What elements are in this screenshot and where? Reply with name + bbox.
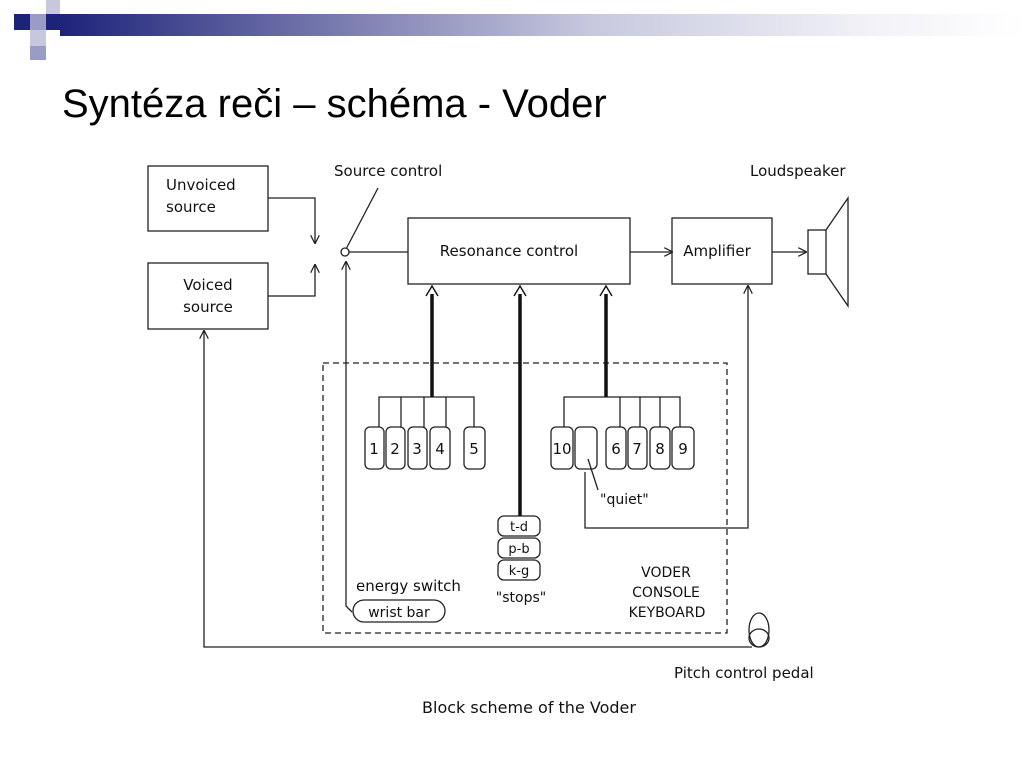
quiet-label: "quiet" bbox=[600, 492, 649, 508]
stop-key-td: t-d bbox=[510, 520, 528, 535]
corner-decoration bbox=[14, 0, 60, 60]
wrist-bar-label: wrist bar bbox=[368, 605, 430, 621]
pitch-pedal-icon bbox=[748, 612, 770, 648]
key-2: 2 bbox=[390, 440, 400, 458]
unvoiced-source-label-2: source bbox=[166, 198, 216, 216]
key-3: 3 bbox=[412, 440, 422, 458]
stop-key-kg: k-g bbox=[509, 564, 529, 579]
key-4: 4 bbox=[435, 440, 445, 458]
console-label-3: KEYBOARD bbox=[629, 605, 706, 621]
key-7: 7 bbox=[632, 440, 642, 458]
key-10: 10 bbox=[552, 440, 571, 458]
resonance-control-box bbox=[407, 217, 631, 285]
diagram-caption: Block scheme of the Voder bbox=[422, 698, 636, 717]
stop-key-pb: p-b bbox=[508, 542, 529, 557]
pitch-pedal-label: Pitch control pedal bbox=[674, 664, 814, 682]
voiced-source-label-1: Voiced bbox=[183, 276, 232, 294]
key-5: 5 bbox=[469, 440, 479, 458]
console-label-1: VODER bbox=[641, 565, 691, 581]
source-control-label: Source control bbox=[334, 162, 442, 180]
resonance-control-label: Resonance control bbox=[440, 242, 578, 260]
key-6: 6 bbox=[611, 440, 621, 458]
loudspeaker-icon bbox=[807, 229, 827, 275]
loudspeaker-label: Loudspeaker bbox=[750, 162, 846, 180]
source-switch-pivot bbox=[340, 247, 350, 257]
title-band bbox=[60, 14, 1024, 36]
unvoiced-source-label-1: Unvoiced bbox=[166, 176, 236, 194]
wrist-bar bbox=[352, 599, 446, 623]
key-8: 8 bbox=[655, 440, 665, 458]
voiced-source-box bbox=[147, 262, 269, 330]
console-keyboard-frame bbox=[322, 362, 728, 634]
voiced-source-label-2: source bbox=[183, 298, 233, 316]
key-9: 9 bbox=[678, 440, 688, 458]
stops-label: "stops" bbox=[496, 590, 546, 606]
energy-switch-label: energy switch bbox=[356, 577, 461, 595]
console-label-2: CONSOLE bbox=[632, 585, 700, 601]
amplifier-label: Amplifier bbox=[683, 242, 751, 260]
slide-title: Syntéza reči – schéma - Voder bbox=[62, 82, 607, 126]
key-1: 1 bbox=[369, 440, 379, 458]
